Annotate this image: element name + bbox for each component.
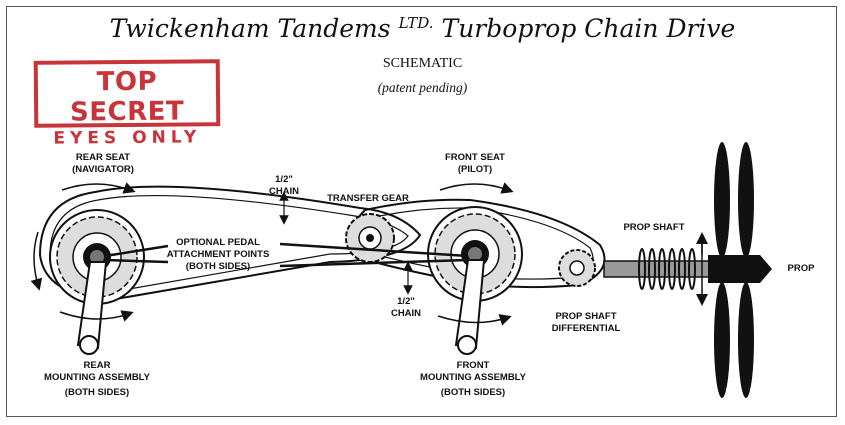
pedal-line-3: (BOTH SIDES) bbox=[185, 261, 251, 272]
prop-shaft-differential bbox=[558, 249, 596, 287]
rear-chainring bbox=[49, 209, 145, 305]
bottom-chain-label: 1/2" CHAIN bbox=[384, 296, 428, 320]
chain-size-arrows bbox=[279, 191, 413, 295]
differential-line-1: PROP SHAFT bbox=[555, 311, 617, 322]
prop-shaft-label: PROP SHAFT bbox=[623, 222, 685, 233]
transfer-gear-label: TRANSFER GEAR bbox=[327, 193, 409, 204]
differential-line-2: DIFFERENTIAL bbox=[551, 323, 621, 334]
top-chain-size: 1/2" bbox=[275, 174, 293, 185]
prop-label: PROP bbox=[787, 263, 815, 274]
diagram-subtitle: SCHEMATIC bbox=[382, 56, 463, 71]
front-mount-line-2: MOUNTING ASSEMBLY bbox=[420, 372, 526, 383]
front-crank-arm bbox=[454, 259, 486, 355]
rear-mounting-label: REAR MOUNTING ASSEMBLY (BOTH SIDES) bbox=[32, 360, 162, 399]
pedal-line-1: OPTIONAL PEDAL bbox=[176, 237, 260, 248]
diagram-border bbox=[6, 6, 837, 417]
transfer-gear bbox=[345, 213, 395, 263]
pedal-attachment-label: OPTIONAL PEDAL ATTACHMENT POINTS (BOTH S… bbox=[158, 237, 278, 273]
differential-label: PROP SHAFT DIFFERENTIAL bbox=[540, 311, 632, 335]
rear-seat-sub: (NAVIGATOR) bbox=[72, 164, 134, 175]
title-rest: Turboprop Chain Drive bbox=[441, 14, 736, 43]
rear-mount-line-2: MOUNTING ASSEMBLY bbox=[44, 372, 150, 383]
front-mount-line-1: FRONT bbox=[456, 360, 490, 371]
prop-shaft-spring bbox=[638, 248, 696, 290]
main-chain bbox=[38, 185, 422, 302]
patent-note: (patent pending) bbox=[377, 80, 468, 95]
prop-hub bbox=[708, 255, 772, 283]
front-seat-sub: (PILOT) bbox=[457, 164, 493, 175]
rear-mount-line-3: (BOTH SIDES) bbox=[64, 387, 130, 398]
rear-mount-line-1: REAR bbox=[83, 360, 111, 371]
rear-seat-text: REAR SEAT bbox=[75, 152, 131, 163]
rotation-arrows bbox=[30, 182, 708, 326]
pedal-line-2: ATTACHMENT POINTS bbox=[166, 249, 270, 260]
front-seat-text: FRONT SEAT bbox=[445, 152, 505, 163]
front-mount-line-3: (BOTH SIDES) bbox=[440, 387, 506, 398]
diagram-title: Twickenham Tandems LTD. Turboprop Chain … bbox=[0, 14, 845, 43]
rear-seat-label: REAR SEAT (NAVIGATOR) bbox=[58, 152, 148, 176]
top-chain-label: 1/2" CHAIN bbox=[262, 174, 306, 198]
bottom-chain-text: CHAIN bbox=[390, 308, 422, 319]
title-ltd: LTD. bbox=[398, 14, 434, 32]
pedal-leader-lines bbox=[104, 242, 469, 268]
top-chain-text: CHAIN bbox=[268, 186, 300, 197]
bottom-chain-size: 1/2" bbox=[397, 296, 415, 307]
front-mounting-label: FRONT MOUNTING ASSEMBLY (BOTH SIDES) bbox=[408, 360, 538, 399]
title-main: Twickenham Tandems bbox=[109, 14, 391, 43]
propeller bbox=[714, 142, 754, 398]
front-seat-label: FRONT SEAT (PILOT) bbox=[430, 152, 520, 176]
